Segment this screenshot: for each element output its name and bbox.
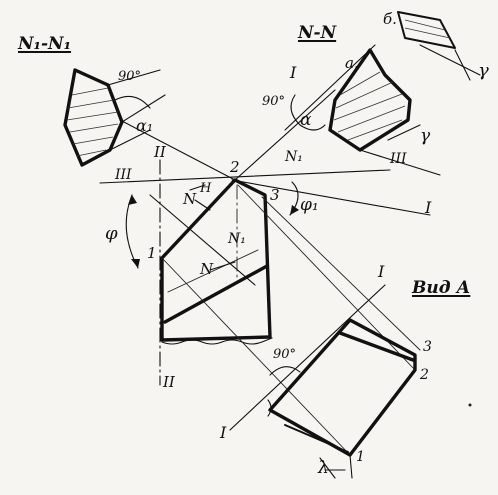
label-N1-top: N₁ xyxy=(285,149,303,165)
label-alpha: α xyxy=(300,110,312,130)
n1-alpha-arrow xyxy=(109,129,151,151)
phi-arrow xyxy=(131,259,140,268)
label-90-n1: 90° xyxy=(118,69,142,84)
label-roman-3-left: III xyxy=(115,167,132,183)
line-I-I-upper xyxy=(231,179,431,216)
view-a-90-arc xyxy=(269,366,301,376)
label-roman-1-bottom: I xyxy=(220,423,227,442)
label-point-2: 2 xyxy=(230,158,240,176)
line-N1-N1 xyxy=(149,194,256,286)
view-a-top-edge xyxy=(338,331,415,362)
label-phi1: φ₁ xyxy=(300,195,319,215)
label-b: б. xyxy=(383,10,397,28)
view-a-outline xyxy=(268,318,417,457)
nn-section-outline xyxy=(328,48,412,152)
n1-ref-line xyxy=(107,69,161,86)
stray-dot xyxy=(468,403,472,407)
view-a-bottom-edge xyxy=(284,424,349,453)
label-a: а. xyxy=(345,54,359,72)
H-mark xyxy=(189,184,206,191)
nn-section-hatching xyxy=(333,71,406,141)
label-90-view-a: 90° xyxy=(273,347,297,362)
nn-ref-line xyxy=(284,44,376,131)
label-lambda: λ xyxy=(318,458,329,478)
label-roman-2-top: II xyxy=(154,143,166,161)
N-arrow-bottom xyxy=(209,261,236,271)
line-III-III xyxy=(99,169,391,184)
line-to-N1-section xyxy=(119,119,236,181)
label-H: H xyxy=(200,181,212,196)
view-a xyxy=(267,318,417,479)
label-roman-1-right: I xyxy=(425,198,432,217)
phi-arc xyxy=(125,194,139,269)
nn-b-section xyxy=(397,11,456,49)
label-N1-mid: N₁ xyxy=(228,231,246,247)
label-view-point-1: 1 xyxy=(356,449,365,465)
phi1-arrow xyxy=(290,205,299,215)
section-n1-n1 xyxy=(63,68,166,167)
label-point-1: 1 xyxy=(147,244,157,262)
nn-alpha-arc xyxy=(299,124,326,131)
main-tool-chip-line xyxy=(163,264,269,324)
label-view-point-2: 2 xyxy=(420,367,429,383)
n1-section-hatching xyxy=(66,87,119,157)
label-roman-3-right: III xyxy=(390,151,407,167)
nn-gamma-line xyxy=(387,124,421,141)
main-tool-body xyxy=(160,178,273,345)
view-a-lambda-line2 xyxy=(349,454,353,479)
label-alpha1: α₁ xyxy=(136,116,154,135)
projection-line-3 xyxy=(261,196,421,351)
label-view-point-3: 3 xyxy=(423,339,432,355)
nn-b-gamma xyxy=(454,49,471,81)
view-a-lambda-line xyxy=(319,457,336,479)
nn-line-III xyxy=(359,149,441,176)
main-tool-break-line xyxy=(161,337,273,345)
nn-90-arc xyxy=(290,94,301,126)
label-roman-2-bottom: II xyxy=(163,373,175,391)
projection-line-1 xyxy=(161,257,351,456)
label-N-top: N xyxy=(183,190,197,208)
line-N-N xyxy=(234,89,336,181)
label-roman-1-top: I xyxy=(290,63,297,82)
n1-alpha-line xyxy=(121,94,166,123)
main-tool-inner-line xyxy=(167,249,259,293)
view-a-title: Вид А xyxy=(412,278,471,298)
label-90-nn: 90° xyxy=(262,94,286,109)
main-angle-arcs xyxy=(125,181,299,271)
label-point-3: 3 xyxy=(270,186,280,204)
label-roman-1-vid: I xyxy=(378,262,385,281)
reference-lines xyxy=(99,89,431,456)
n1-section-outline xyxy=(63,68,124,167)
section-nn-title: N-N xyxy=(298,23,337,43)
line-I-I-lower xyxy=(229,284,386,431)
view-a-break-line xyxy=(267,399,272,417)
label-gamma-top: γ xyxy=(478,60,489,81)
phi-arrow-top xyxy=(128,195,137,205)
label-gamma-mid: γ xyxy=(420,126,431,146)
N-arrow-top xyxy=(194,199,211,211)
nn-b-hatching xyxy=(404,19,451,39)
section-n-n xyxy=(284,11,481,176)
label-phi: φ xyxy=(105,223,118,244)
nn-b-line xyxy=(419,44,481,76)
n1-90-arc xyxy=(114,95,151,109)
label-N-bottom: N xyxy=(200,260,214,278)
section-n1-title: N₁-N₁ xyxy=(18,34,72,54)
